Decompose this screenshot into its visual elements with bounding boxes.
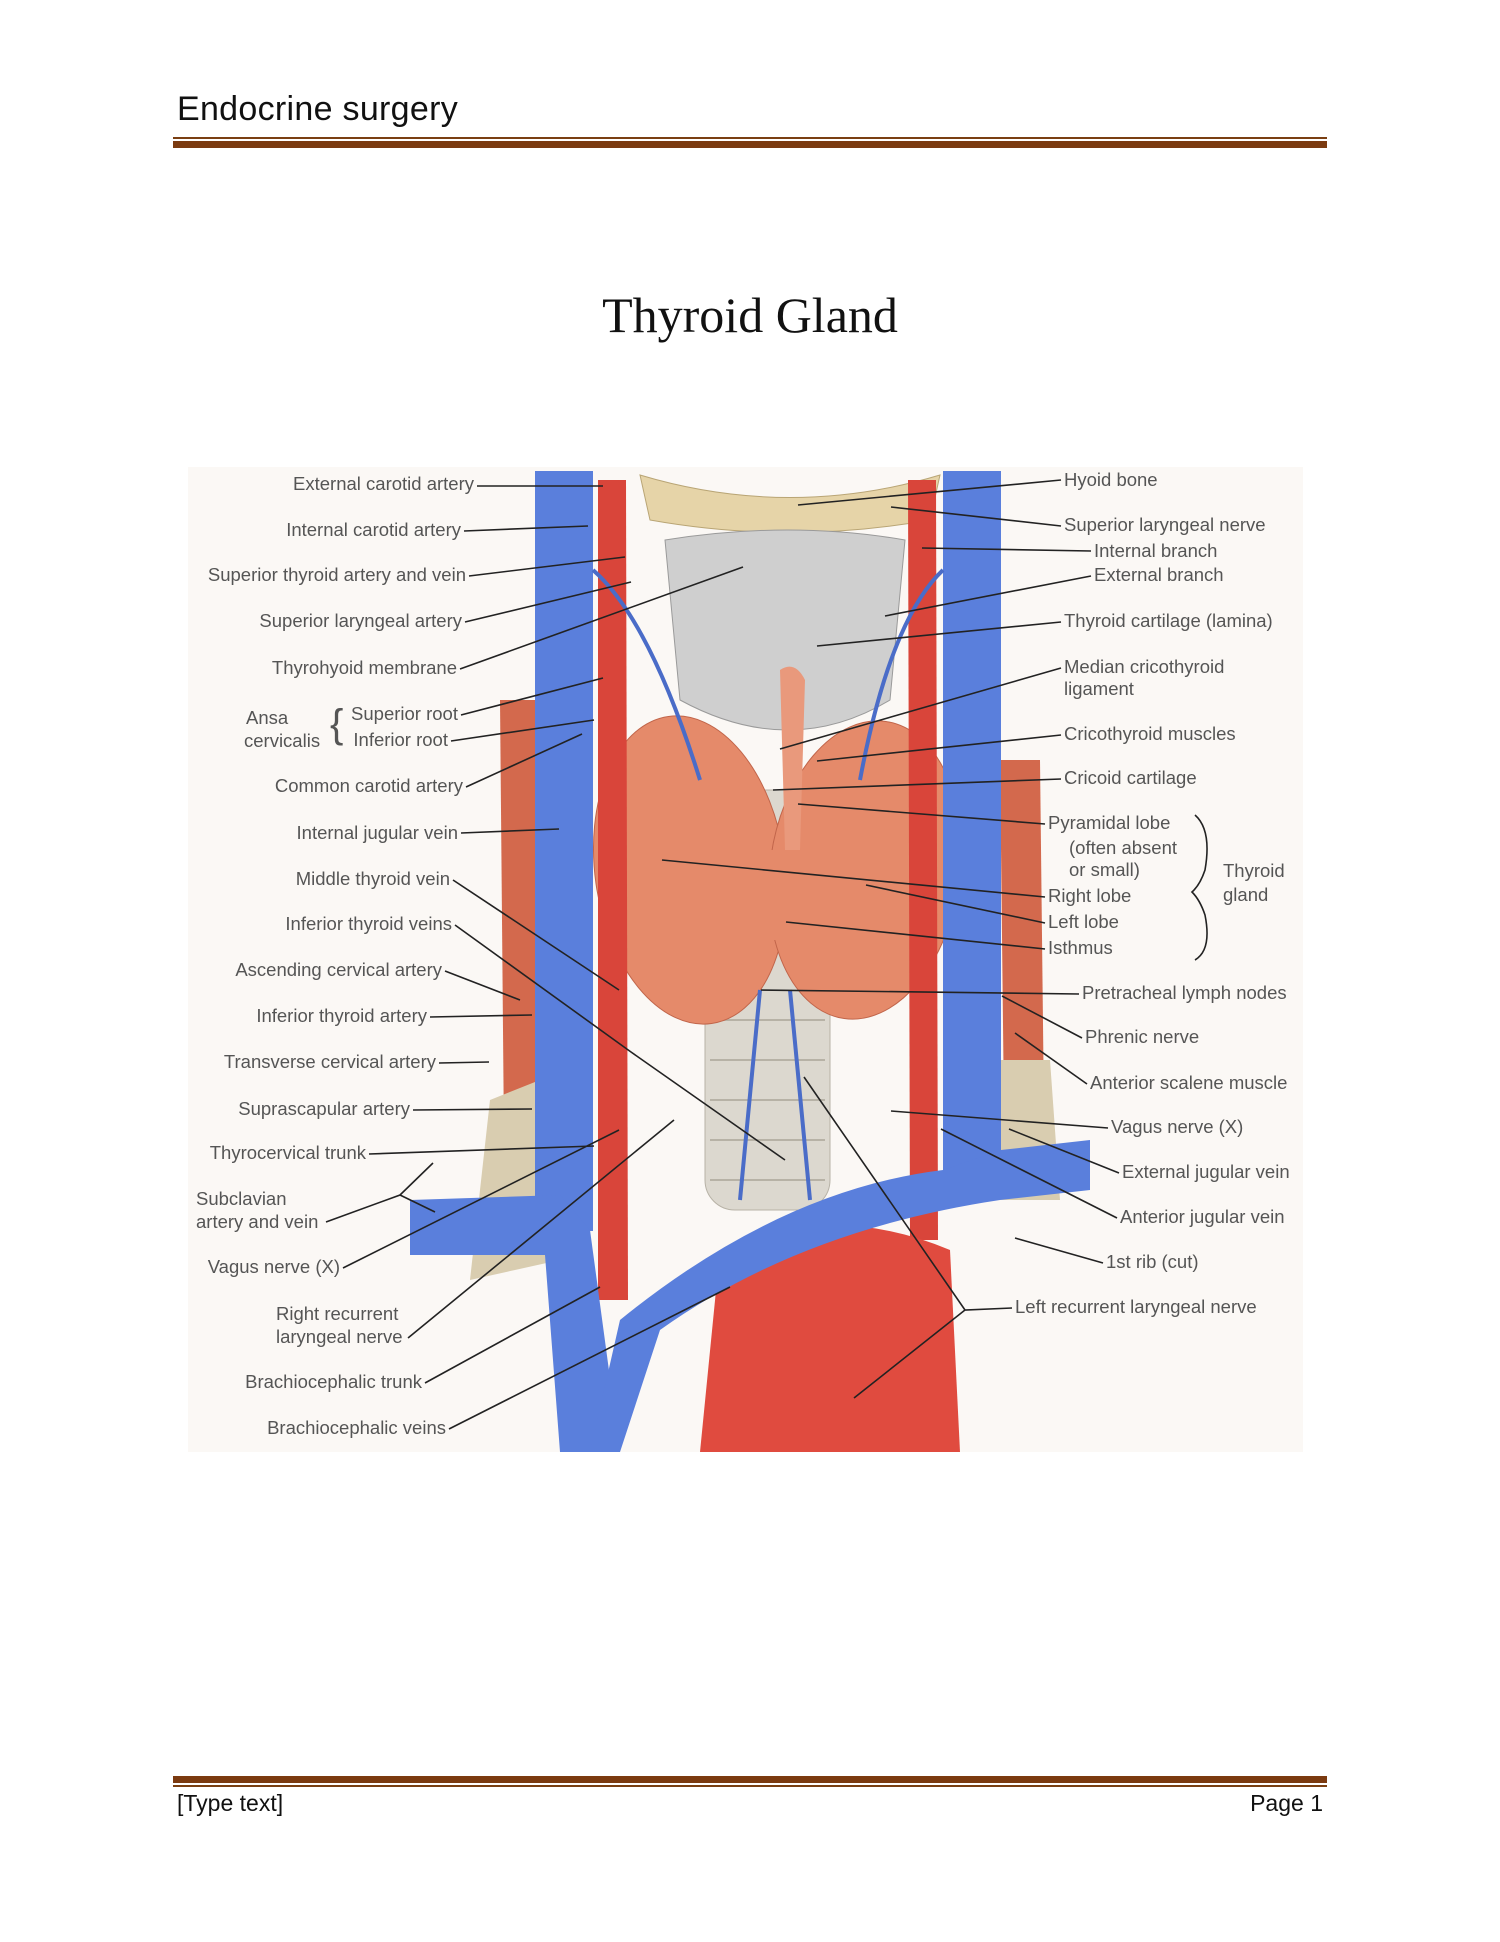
label-phrenic-nerve: Phrenic nerve	[1085, 1026, 1199, 1047]
label-median-cricothyroid: Median cricothyroid	[1064, 656, 1224, 677]
document-title: Thyroid Gland	[602, 287, 898, 343]
footer-left-text[interactable]: [Type text]	[177, 1790, 284, 1816]
label-external-carotid-artery: External carotid artery	[293, 473, 475, 494]
label-pretracheal-lymph-nodes: Pretracheal lymph nodes	[1082, 982, 1287, 1003]
label-anterior-scalene-muscle: Anterior scalene muscle	[1090, 1072, 1287, 1093]
label-cervicalis: cervicalis	[244, 730, 320, 751]
label-right-recurrent: Right recurrent	[276, 1303, 398, 1324]
header-title: Endocrine surgery	[177, 90, 459, 128]
label-middle-thyroid-vein: Middle thyroid vein	[296, 868, 450, 889]
footer-rule-thick	[173, 1776, 1327, 1783]
label-left-recurrent-laryngeal-nerve: Left recurrent laryngeal nerve	[1015, 1296, 1257, 1317]
header-rule-thick	[173, 141, 1327, 148]
header-rule-thin	[173, 137, 1327, 139]
anatomy-illustration	[410, 471, 1090, 1452]
label-subclavian-artery-vein: artery and vein	[196, 1211, 318, 1232]
label-inferior-root: Inferior root	[353, 729, 448, 750]
label-cricoid-cartilage: Cricoid cartilage	[1064, 767, 1197, 788]
footer-rule-thin	[173, 1785, 1327, 1787]
label-thyroid-cartilage: Thyroid cartilage (lamina)	[1064, 610, 1273, 631]
label-superior-laryngeal-artery: Superior laryngeal artery	[259, 610, 462, 631]
footer-page-number: Page 1	[1250, 1790, 1323, 1816]
label-vagus-nerve-right: Vagus nerve (X)	[1111, 1116, 1243, 1137]
label-pyramidal-lobe: Pyramidal lobe	[1048, 812, 1170, 833]
label-external-jugular-vein: External jugular vein	[1122, 1161, 1290, 1182]
label-hyoid-bone: Hyoid bone	[1064, 469, 1158, 490]
left-labels: External carotid artery Internal carotid…	[196, 473, 786, 1438]
label-internal-carotid-artery: Internal carotid artery	[286, 519, 462, 540]
label-laryngeal-nerve: laryngeal nerve	[276, 1326, 403, 1347]
label-superior-laryngeal-nerve: Superior laryngeal nerve	[1064, 514, 1266, 535]
label-right-lobe: Right lobe	[1048, 885, 1131, 906]
label-pyramidal-note-1: (often absent	[1069, 837, 1177, 858]
label-external-branch: External branch	[1094, 564, 1224, 585]
right-labels: Hyoid bone Superior laryngeal nerve Inte…	[661, 469, 1290, 1399]
label-pyramidal-note-2: or small)	[1069, 859, 1140, 880]
label-inferior-thyroid-veins: Inferior thyroid veins	[285, 913, 452, 934]
label-subclavian: Subclavian	[196, 1188, 287, 1209]
label-common-carotid-artery: Common carotid artery	[275, 775, 464, 796]
label-internal-branch: Internal branch	[1094, 540, 1217, 561]
thyroid-gland-brace	[1190, 814, 1208, 961]
label-brachiocephalic-veins: Brachiocephalic veins	[267, 1417, 446, 1438]
label-left-lobe: Left lobe	[1048, 911, 1119, 932]
label-thyroid: Thyroid	[1223, 860, 1285, 881]
label-superior-thyroid-artery-vein: Superior thyroid artery and vein	[208, 564, 466, 585]
label-thyrocervical-trunk: Thyrocervical trunk	[210, 1142, 367, 1163]
label-anterior-jugular-vein: Anterior jugular vein	[1120, 1206, 1285, 1227]
label-vagus-nerve-left: Vagus nerve (X)	[208, 1256, 340, 1277]
label-transverse-cervical-artery: Transverse cervical artery	[224, 1051, 437, 1072]
label-inferior-thyroid-artery: Inferior thyroid artery	[256, 1005, 427, 1026]
label-brachiocephalic-trunk: Brachiocephalic trunk	[245, 1371, 423, 1392]
label-thyrohyoid-membrane: Thyrohyoid membrane	[272, 657, 457, 678]
ansa-brace: {	[330, 702, 343, 746]
label-gland: gland	[1223, 884, 1268, 905]
label-ascending-cervical-artery: Ascending cervical artery	[235, 959, 442, 980]
label-isthmus: Isthmus	[1048, 937, 1113, 958]
label-superior-root: Superior root	[351, 703, 458, 724]
label-first-rib: 1st rib (cut)	[1106, 1251, 1199, 1272]
label-internal-jugular-vein: Internal jugular vein	[297, 822, 458, 843]
thyroid-anatomy-figure: External carotid artery Internal carotid…	[188, 467, 1303, 1452]
label-ansa: Ansa	[246, 707, 289, 728]
label-ligament: ligament	[1064, 678, 1134, 699]
label-suprascapular-artery: Suprascapular artery	[238, 1098, 410, 1119]
label-cricothyroid-muscles: Cricothyroid muscles	[1064, 723, 1236, 744]
